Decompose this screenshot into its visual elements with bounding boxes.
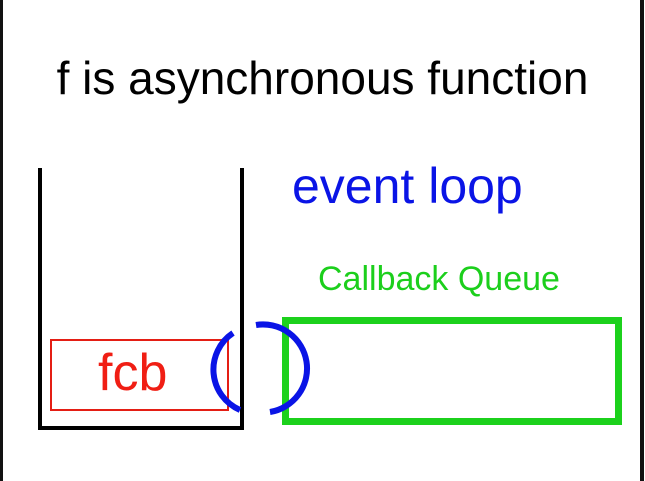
left-edge-line: [0, 0, 3, 481]
call-stack: [38, 168, 244, 430]
stack-item-label: fcb: [98, 344, 168, 402]
callback-queue-box: [282, 317, 622, 425]
right-edge-line: [640, 0, 644, 481]
slide-title: f is asynchronous function: [56, 52, 589, 104]
event-loop-label: event loop: [292, 158, 523, 214]
callback-queue-label: Callback Queue: [318, 260, 560, 298]
